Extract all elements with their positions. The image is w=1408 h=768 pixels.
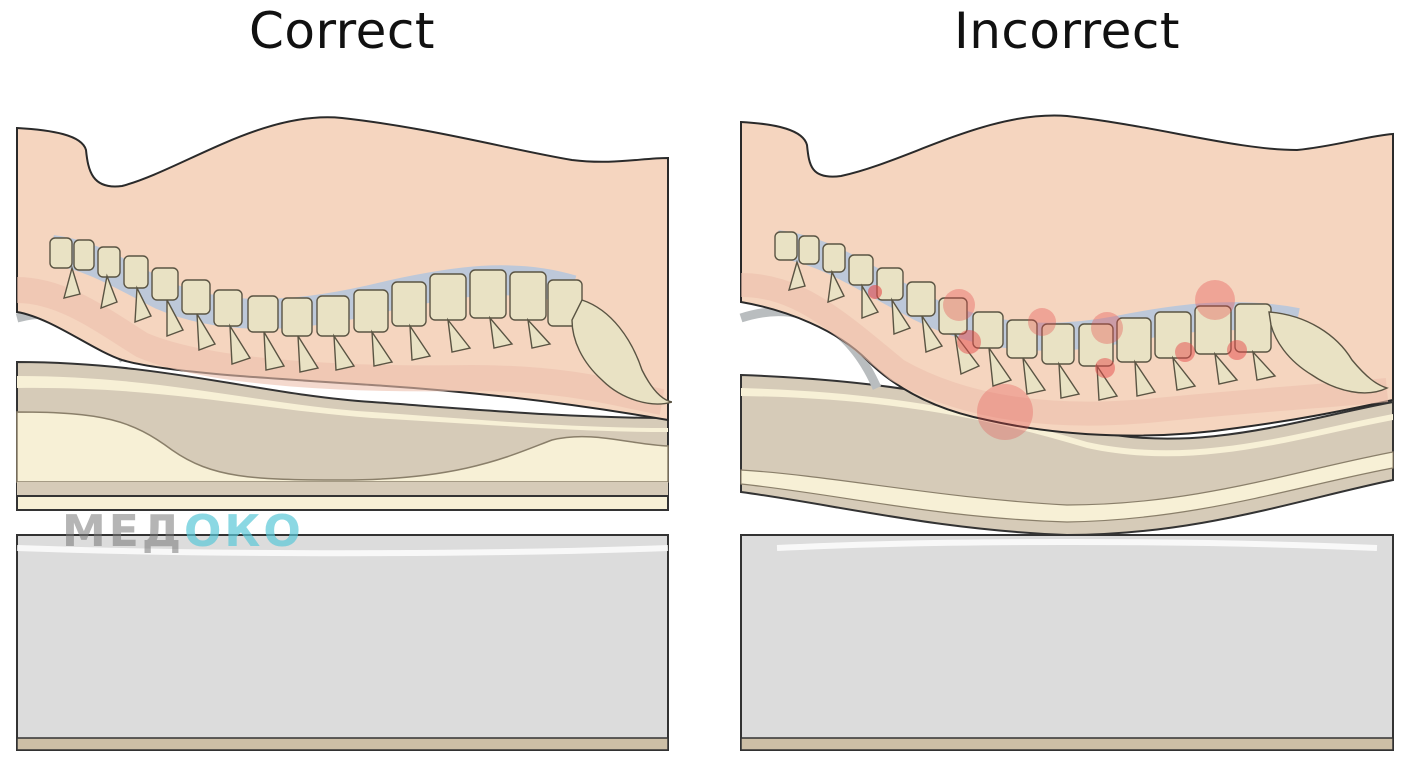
watermark-accent: ОКО	[184, 506, 304, 557]
watermark-text: МЕД	[62, 506, 185, 557]
watermark-logo: МЕДОКО	[62, 506, 304, 557]
spine-illustration	[49, 235, 672, 405]
panel-title-correct: Correct	[249, 2, 435, 60]
spine-illustration	[774, 230, 1389, 401]
panel-title-incorrect: Incorrect	[953, 2, 1180, 60]
panel-incorrect: Incorrect	[737, 0, 1397, 768]
base-block	[740, 534, 1394, 751]
panel-correct: Correct	[12, 0, 672, 768]
pain-spot-icon	[868, 280, 1247, 440]
base-block	[16, 534, 669, 751]
correct-scene	[15, 116, 672, 751]
incorrect-scene	[739, 114, 1394, 751]
mattress-illustration	[16, 360, 669, 511]
